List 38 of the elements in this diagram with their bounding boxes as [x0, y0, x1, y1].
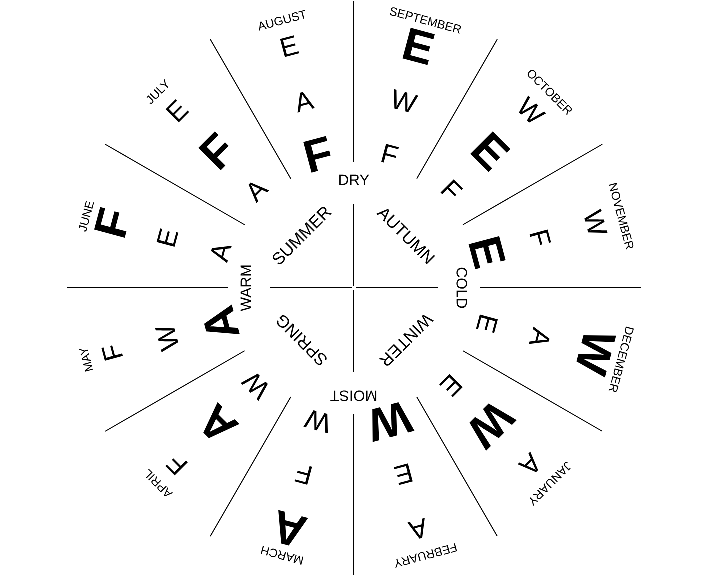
- letter-label: W: [372, 402, 415, 442]
- letter-label: W: [584, 208, 608, 234]
- letter-label: F: [94, 207, 127, 238]
- letter-label: A: [204, 304, 240, 335]
- letter-label: E: [476, 314, 498, 334]
- letter-label: F: [102, 346, 124, 361]
- month-label: MARCH: [260, 546, 304, 565]
- letter-label: F: [440, 180, 464, 197]
- letter-label: F: [530, 230, 552, 246]
- letter-label: E: [468, 236, 506, 270]
- letter-label: F: [304, 136, 331, 173]
- letter-label: E: [394, 464, 413, 486]
- letter-label: F: [198, 132, 229, 170]
- letter-label: W: [394, 89, 419, 112]
- month-label: MAY: [79, 348, 94, 372]
- letter-label: E: [470, 132, 511, 172]
- climate-label: DRY: [340, 174, 370, 186]
- letter-label: E: [166, 99, 190, 123]
- letter-label: F: [294, 466, 312, 485]
- letter-label: A: [248, 182, 270, 204]
- letter-label: W: [155, 328, 178, 353]
- climate-label: MOIST: [330, 390, 377, 402]
- letter-label: W: [240, 374, 268, 402]
- letter-label: E: [439, 374, 463, 398]
- climate-label: WARM: [240, 266, 252, 312]
- letter-label: A: [204, 402, 240, 438]
- letter-label: A: [211, 246, 232, 264]
- letter-label: W: [304, 410, 328, 434]
- letter-label: W: [470, 404, 517, 451]
- letter-label: A: [408, 518, 425, 539]
- letter-label: E: [280, 36, 300, 58]
- month-label: JUNE: [78, 200, 94, 232]
- letter-label: E: [156, 228, 179, 248]
- letter-label: F: [382, 144, 400, 163]
- letter-label: A: [298, 92, 316, 113]
- letter-label: A: [529, 326, 550, 344]
- climate-label: COLD: [456, 268, 468, 308]
- letter-label: A: [278, 510, 308, 546]
